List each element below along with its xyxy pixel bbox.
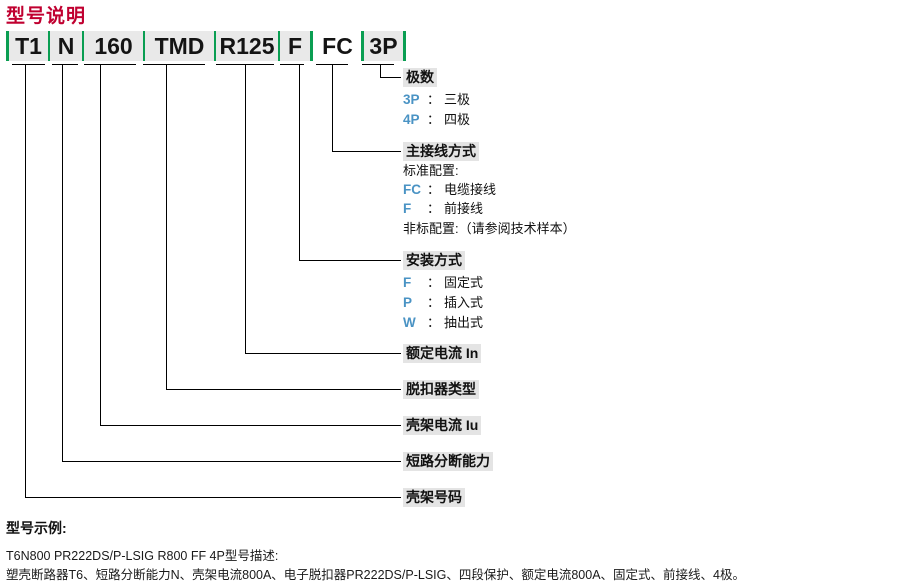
leader-line-breaking-capacity	[62, 64, 63, 461]
code-segment-frame-number: T1	[9, 31, 48, 61]
segment-divider	[48, 34, 50, 58]
segment-tick	[143, 64, 205, 65]
example-line-2: 塑壳断路器T6、短路分断能力N、壳架电流800A、电子脱扣器PR222DS/P-…	[6, 567, 745, 582]
option-colon: ：	[427, 92, 441, 108]
standard-config-note: 标准配置:	[403, 163, 459, 179]
description-heading: 壳架电流 Iu	[403, 416, 482, 436]
description-trip-unit-type: 脱扣器类型	[403, 380, 479, 400]
option-code: 4P	[403, 111, 420, 127]
description-frame-current: 壳架电流 Iu	[403, 416, 482, 436]
description-heading: 额定电流 In	[403, 344, 482, 364]
leader-line-trip-unit	[166, 389, 401, 390]
option-text: 固定式	[444, 275, 484, 291]
option-row: FC ： 电缆接线	[403, 180, 576, 200]
option-row: F ： 固定式	[403, 273, 483, 293]
example-line-1: T6N800 PR222DS/P-LSIG R800 FF 4P型号描述:	[6, 549, 279, 563]
code-segment-frame-current: 160	[84, 31, 143, 61]
description-pole-count: 极数 3P ： 三极 4P ： 四极	[403, 68, 470, 130]
option-row: 4P ： 四极	[403, 110, 470, 130]
option-text: 插入式	[444, 294, 484, 310]
segment-divider	[278, 34, 280, 58]
description-heading: 壳架号码	[403, 488, 465, 508]
description-rated-current: 额定电流 In	[403, 344, 482, 364]
leader-line-frame-number	[25, 64, 26, 497]
option-colon: ：	[427, 201, 441, 217]
description-heading: 短路分断能力	[403, 452, 493, 472]
leader-line-wiring	[332, 64, 333, 151]
leader-line-rated-current	[245, 353, 401, 354]
segment-divider	[143, 34, 145, 58]
option-text: 电缆接线	[444, 181, 497, 197]
option-code: FC	[403, 181, 421, 197]
option-code: 3P	[403, 92, 420, 108]
description-breaking-capacity: 短路分断能力	[403, 452, 493, 472]
option-text: 三极	[444, 92, 471, 108]
segment-tick	[280, 64, 304, 65]
option-row: 3P ： 三极	[403, 90, 470, 110]
option-row: P ： 插入式	[403, 293, 483, 313]
option-colon: ：	[427, 111, 441, 127]
option-text: 抽出式	[444, 314, 484, 330]
example-title: 型号示例:	[6, 520, 67, 536]
option-colon: ：	[427, 314, 441, 330]
segment-divider	[82, 34, 84, 58]
nonstandard-config-note: 非标配置:（请参阅技术样本）	[403, 221, 576, 237]
code-segment-poles: 3P	[364, 31, 403, 61]
leader-line-poles	[380, 64, 381, 77]
leader-line-trip-unit	[166, 64, 167, 389]
description-heading: 安装方式	[403, 251, 465, 271]
option-colon: ：	[427, 275, 441, 291]
description-heading: 主接线方式	[403, 142, 479, 162]
description-mounting-type: 安装方式 F ： 固定式 P ： 插入式 W ： 抽出式	[403, 251, 483, 333]
leader-line-frame-number	[25, 497, 401, 498]
option-code: W	[403, 314, 416, 330]
segment-tick	[84, 64, 136, 65]
segment-divider	[214, 34, 216, 58]
option-code: F	[403, 201, 412, 217]
option-colon: ：	[427, 294, 441, 310]
leader-line-rated-current	[245, 64, 246, 353]
model-example-section: 型号示例: T6N800 PR222DS/P-LSIG R800 FF 4P型号…	[6, 518, 911, 585]
segment-tick	[362, 64, 394, 65]
page-title: 型号说明	[6, 6, 87, 27]
leader-line-frame-current	[100, 64, 101, 425]
option-code: P	[403, 294, 413, 310]
leader-line-mounting	[299, 64, 300, 260]
description-frame-number: 壳架号码	[403, 488, 465, 508]
leader-line-breaking-capacity	[62, 461, 401, 462]
code-segment-wiring: FC	[322, 32, 353, 59]
code-segment-mounting: F	[280, 31, 310, 61]
description-heading: 脱扣器类型	[403, 380, 479, 400]
description-main-wiring: 主接线方式 标准配置: FC ： 电缆接线 F ： 前接线 非标配置:（请参阅技…	[403, 142, 576, 238]
segment-tick	[12, 64, 45, 65]
code-segment-breaking-capacity: N	[50, 31, 82, 61]
code-segment-rated-current: R125	[216, 31, 278, 61]
leader-line-mounting	[299, 260, 401, 261]
option-text: 四极	[444, 111, 471, 127]
option-colon: ：	[427, 181, 441, 197]
leader-line-poles	[380, 77, 401, 78]
code-segment-trip-unit: TMD	[145, 31, 214, 61]
description-heading: 极数	[403, 68, 437, 88]
option-text: 前接线	[444, 201, 484, 217]
option-row: F ： 前接线	[403, 199, 576, 219]
option-row: W ： 抽出式	[403, 313, 483, 333]
option-code: F	[403, 275, 412, 291]
leader-line-frame-current	[100, 425, 401, 426]
leader-line-wiring	[332, 151, 401, 152]
segment-tick	[52, 64, 78, 65]
